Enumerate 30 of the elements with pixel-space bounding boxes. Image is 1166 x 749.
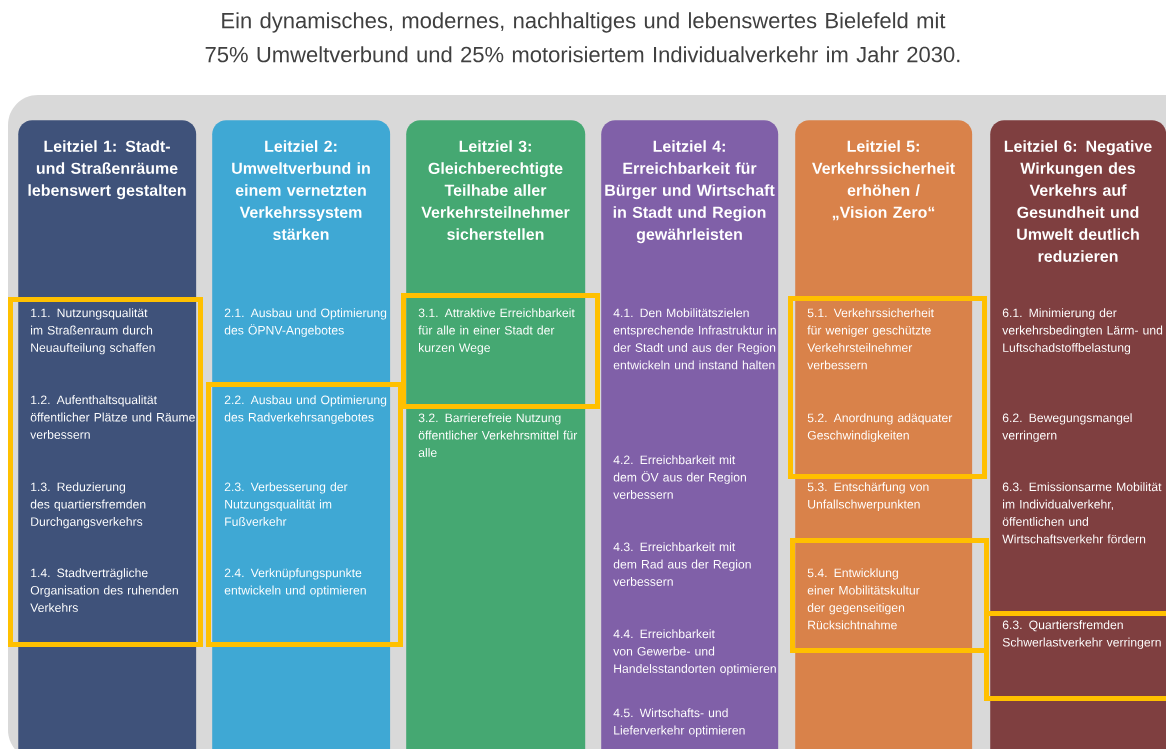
objective-text: 2.3. Verbesserung der Nutzungsqualität im Fußverkehr <box>224 482 348 526</box>
objective-text: 2.2. Ausbau und Optimierung des Radverkehrsangebotes <box>224 395 387 424</box>
objective-text: 3.2. Barrierefreie Nutzung öffentlicher Verkehrsmittel für alle <box>418 413 578 457</box>
objective-text: 4.2. Erreichbarkeit mit dem ÖV aus der Region verbessern <box>613 455 746 499</box>
objective-text: 2.1. Ausbau und Optimierung des ÖPNV-Angebotes <box>224 308 387 337</box>
objective-text: 1.3. Reduzierung des quartiersfremden Durchgangsverkehrs <box>30 482 146 529</box>
objective-text: 4.5. Wirtschafts- und Lieferverkehr optimieren <box>613 708 745 737</box>
objective-text: 6.2. Bewegungsmangel verringern <box>1002 413 1132 442</box>
objective-text: 4.3. Erreichbarkeit mit dem Rad aus der Region verbessern <box>613 542 751 586</box>
objective-text: 6.3. Emissionsarme Mobilität im Individualverkehr, öffentlichen und Wirtschaftsverkehr fördern <box>1002 482 1162 544</box>
objective-text: 4.1. Den Mobilitätszielen entsprechende Infrastruktur in der Stadt und aus der Region entwickeln und instand halten <box>613 308 776 370</box>
objective-text: 6.1. Minimierung der verkehrsbedingten Lärm- und Luftschadstoffbelastung <box>1002 308 1163 355</box>
column-heading: Leitziel 4: Erreichbarkeit für Bürger und Wirtschaft in Stadt und Region gewährleisten <box>605 140 775 244</box>
column-heading: Leitziel 5: Verkehrssicherheit erhöhen / „Vision Zero“ <box>812 140 955 221</box>
column-heading: Leitziel 3: Gleichberechtigte Teilhabe aller Verkehrsteilnehmer sicherstellen <box>421 140 570 240</box>
title: Ein dynamisches, modernes, nachhaltiges und lebenswertes Bielefeld mit 75% Umweltverbund und 25% motorisiertem Individualverkehr im Jahr 2030. <box>205 12 960 63</box>
objective-text: 4.4. Erreichbarkeit von Gewerbe- und Handelsstandorten optimieren <box>613 629 776 676</box>
objective-text: 5.4. Entwicklung einer Mobilitätskultur der gegenseitigen Rücksichtnahme <box>807 568 920 630</box>
objective-text: 6.3. Quartiersfremden Schwerlastverkehr verringern <box>1002 620 1161 649</box>
objective-text: 1.1. Nutzungsqualität im Straßenraum durch Neuaufteilung schaffen <box>31 308 155 355</box>
objective-text: 2.4. Verknüpfungspunkte entwickeln und optimieren <box>224 568 366 597</box>
objective-text: 5.3. Entschärfung von Unfallschwerpunkten <box>807 482 929 511</box>
objective-text: 5.2. Anordnung adäquater Geschwindigkeiten <box>807 413 953 442</box>
objective-text: 3.1. Attraktive Erreichbarkeit für alle in einer Stadt der kurzen Wege <box>418 308 575 355</box>
objective-text: 1.4. Stadtverträgliche Organisation des ruhenden Verkehrs <box>30 568 178 612</box>
column-heading: Leitziel 1: Stadt- und Straßenräume lebenswert gestalten <box>28 140 186 200</box>
column-heading: Leitziel 2: Umweltverbund in einem vernetzten Verkehrssystem stärken <box>232 140 370 240</box>
column-heading: Leitziel 6: Negative Wirkungen des Verkehrs auf Gesundheit und Umwelt deutlich reduzieren <box>1004 140 1152 262</box>
objective-text: 5.1. Verkehrssicherheit für weniger geschützte Verkehrsteilnehmer verbessern <box>807 308 934 370</box>
objective-text: 1.2. Aufenthaltsqualität öffentlicher Plätze und Räume verbessern <box>30 395 195 439</box>
